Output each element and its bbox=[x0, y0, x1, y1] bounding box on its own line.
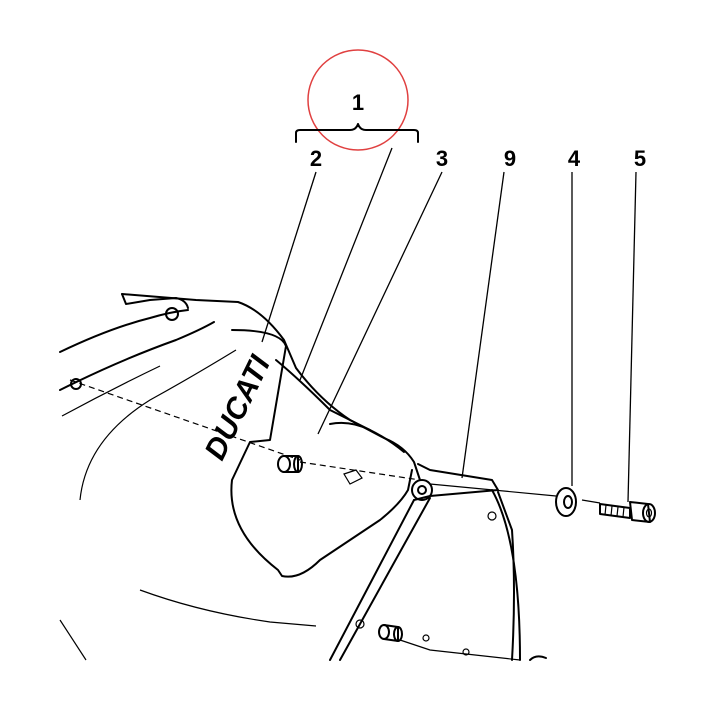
screw-part bbox=[599, 501, 656, 523]
lower-bracket-fragment bbox=[529, 655, 547, 661]
leader-line-9 bbox=[461, 171, 505, 479]
callout-label-4: 4 bbox=[568, 146, 581, 171]
leader-line-5 bbox=[627, 171, 637, 503]
callout-highlight-circle bbox=[307, 49, 409, 151]
assembly-axis-mid bbox=[299, 461, 421, 481]
group-brace bbox=[295, 123, 419, 143]
assembly-axis-upper bbox=[69, 379, 301, 461]
fairing-body bbox=[59, 293, 521, 661]
leader-line-2 bbox=[261, 171, 317, 343]
assembly-axis-right bbox=[429, 483, 557, 497]
leader-line-1 bbox=[299, 147, 393, 381]
lower-grommet bbox=[378, 624, 403, 642]
callout-label-5: 5 bbox=[634, 146, 646, 171]
callout-label-2: 2 bbox=[310, 146, 322, 171]
leader-line-3 bbox=[317, 171, 443, 435]
spacer-grommet-part bbox=[277, 455, 303, 473]
callout-label-9: 9 bbox=[504, 146, 516, 171]
assembly-axis-screw bbox=[581, 499, 601, 504]
callout-label-3: 3 bbox=[436, 146, 448, 171]
fairing-logo: DUCATI bbox=[199, 350, 278, 465]
callout-label-1: 1 bbox=[352, 90, 364, 115]
washer-part bbox=[555, 487, 577, 517]
